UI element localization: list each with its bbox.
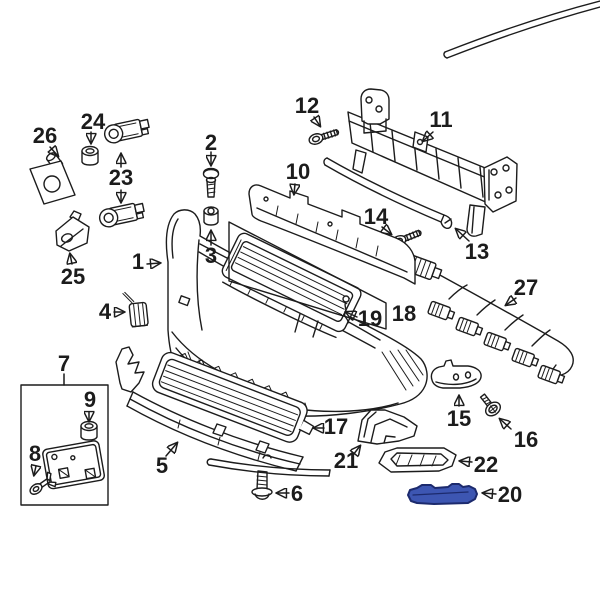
callout-21-arrow xyxy=(353,446,360,455)
callout-8-arrow xyxy=(34,466,36,475)
part-6-screw[interactable] xyxy=(251,470,273,500)
callout-label-24[interactable]: 24 xyxy=(81,109,106,134)
part-17-lower-grille[interactable] xyxy=(150,346,321,448)
callout-label-27[interactable]: 27 xyxy=(514,275,538,300)
callout-10-arrow xyxy=(294,183,295,194)
part-22-fog-trim[interactable] xyxy=(378,447,457,473)
callout-22-arrow xyxy=(460,461,473,462)
part-18-radiator-grille[interactable] xyxy=(217,221,387,341)
part-26-retainer-plate[interactable] xyxy=(29,151,76,205)
part-16-screw[interactable] xyxy=(476,391,503,419)
callout-label-13[interactable]: 13 xyxy=(465,239,489,264)
callout-label-16[interactable]: 16 xyxy=(514,427,538,452)
callout-16-arrow xyxy=(500,419,512,429)
part-10-upper-absorber[interactable] xyxy=(248,184,416,285)
callout-1-arrow xyxy=(146,263,160,264)
callout-label-2[interactable]: 2 xyxy=(205,130,217,155)
part-4-guide-clip[interactable] xyxy=(122,290,149,328)
part-11-impact-bar[interactable] xyxy=(347,88,518,237)
callout-14-arrow xyxy=(382,227,391,234)
part-3-nut[interactable] xyxy=(203,206,219,226)
callout-label-9[interactable]: 9 xyxy=(84,387,96,412)
callout-label-20[interactable]: 20 xyxy=(498,482,522,507)
callout-label-14[interactable]: 14 xyxy=(364,204,389,229)
part-24-nut[interactable] xyxy=(81,145,99,166)
part-27-wiring-harness[interactable] xyxy=(406,254,574,386)
part-20-molding-highlighted[interactable] xyxy=(407,483,478,505)
part-8-screw[interactable] xyxy=(27,471,59,500)
callout-label-15[interactable]: 15 xyxy=(447,406,471,431)
callout-5-arrow xyxy=(165,443,177,457)
callout-label-7[interactable]: 7 xyxy=(58,351,70,376)
part-5-lower-valance[interactable] xyxy=(115,346,331,477)
callout-label-4[interactable]: 4 xyxy=(99,299,112,324)
grille-callout-box xyxy=(228,221,387,330)
callout-20-arrow xyxy=(483,493,497,494)
callout-label-25[interactable]: 25 xyxy=(61,264,85,289)
callout-label-10[interactable]: 10 xyxy=(286,159,310,184)
callout-label-3[interactable]: 3 xyxy=(205,243,217,268)
callout-label-5[interactable]: 5 xyxy=(156,453,168,478)
callout-19-arrow xyxy=(346,312,358,317)
callout-label-8[interactable]: 8 xyxy=(29,441,41,466)
callout-label-11[interactable]: 11 xyxy=(429,107,452,132)
callout-label-1[interactable]: 1 xyxy=(132,249,144,274)
part-9-nut[interactable] xyxy=(80,420,98,441)
callout-11-arrow xyxy=(423,132,433,141)
part-12-bolt[interactable] xyxy=(308,127,340,146)
part-21-fog-bezel[interactable] xyxy=(357,409,418,445)
callout-arrows xyxy=(34,117,516,494)
callout-label-23[interactable]: 23 xyxy=(109,165,133,190)
callout-label-18[interactable]: 18 xyxy=(392,301,416,326)
callout-label-17[interactable]: 17 xyxy=(324,414,348,439)
callout-25-arrow xyxy=(70,254,72,264)
callout-label-19[interactable]: 19 xyxy=(358,306,382,331)
part-15-bracket[interactable] xyxy=(430,359,482,389)
part-25-sensor-bracket[interactable] xyxy=(55,210,90,252)
callout-label-21[interactable]: 21 xyxy=(334,448,358,473)
part-upper-retainer-strip[interactable] xyxy=(443,0,600,59)
part-23-park-sensor-a[interactable] xyxy=(103,118,151,145)
callout-label-26[interactable]: 26 xyxy=(33,123,57,148)
callout-label-12[interactable]: 12 xyxy=(295,93,319,118)
callout-26-arrow xyxy=(50,147,58,156)
callout-label-6[interactable]: 6 xyxy=(291,481,303,506)
callout-13-arrow xyxy=(456,229,470,242)
callout-12-arrow xyxy=(314,117,320,126)
callout-labels: 1 2 3 4 5 6 7 8 9 10 11 12 13 14 15 16 1… xyxy=(29,93,538,507)
part-23-park-sensor-b[interactable] xyxy=(98,202,146,229)
part-2-screw[interactable] xyxy=(202,167,220,198)
part-13-absorber-strip[interactable] xyxy=(323,157,453,230)
callout-label-22[interactable]: 22 xyxy=(474,452,498,477)
callout-27-arrow xyxy=(506,298,516,305)
